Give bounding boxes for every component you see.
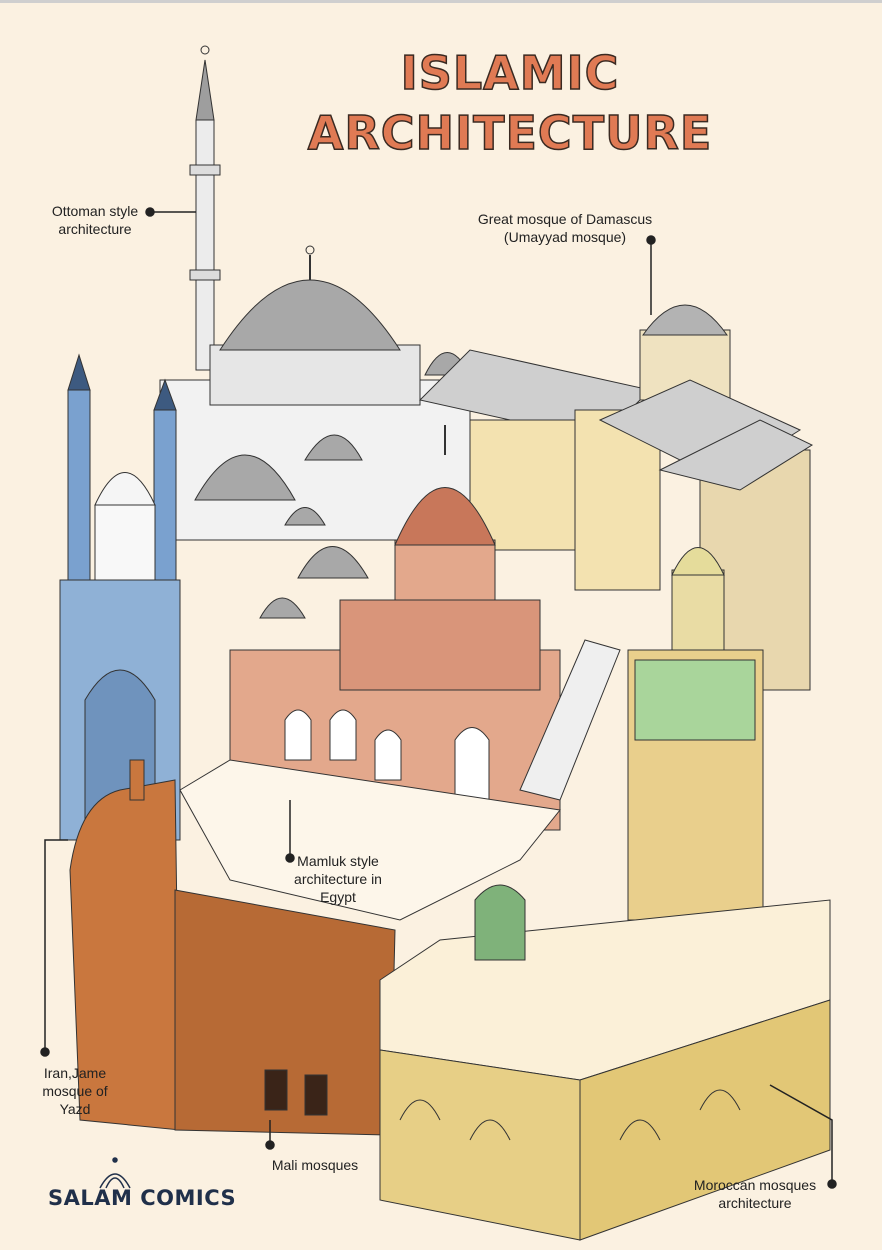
ottoman-minaret	[189, 45, 221, 371]
leader-lines	[40, 207, 837, 1189]
courtyard	[179, 759, 561, 921]
label-ottoman: Ottoman style architecture	[51, 203, 139, 237]
moroccan-mosque	[379, 547, 831, 1241]
label-moroccan: Moroccan mosques architecture	[680, 1176, 830, 1212]
label-moroccan-line2: architecture	[718, 1195, 792, 1211]
label-damascus: Great mosque of Damascus (Umayyad mosque…	[455, 210, 675, 246]
top-border	[0, 0, 882, 3]
label-iran-line2: mosque of	[42, 1083, 108, 1099]
label-damascus-line2: (Umayyad mosque)	[503, 229, 627, 245]
page-title-line2: ARCHITECTURE	[307, 105, 713, 161]
label-damascus-line1: Great mosque of Damascus	[477, 211, 653, 227]
label-iran: Iran,Jame mosque of Yazd	[30, 1064, 120, 1118]
iran-jame-mosque	[59, 353, 181, 841]
mali-mosque	[69, 759, 396, 1136]
label-mamluk-line2: architecture in	[294, 871, 382, 887]
label-iran-line1: Iran,Jame	[43, 1065, 107, 1081]
label-iran-line3: Yazd	[59, 1101, 91, 1117]
label-moroccan-line1: Moroccan mosques	[693, 1177, 817, 1193]
page-title-line1: ISLAMIC	[400, 45, 620, 101]
label-mamluk: Mamluk style architecture in Egypt	[283, 852, 393, 906]
label-mamluk-line1: Mamluk style	[297, 853, 379, 869]
label-mali: Mali mosques	[271, 1157, 359, 1173]
logo-ornament	[99, 1157, 131, 1189]
salam-comics-logo: SALAM COMICS	[48, 1186, 237, 1210]
label-mamluk-line3: Egypt	[320, 889, 356, 905]
ottoman-mosque	[159, 245, 471, 619]
